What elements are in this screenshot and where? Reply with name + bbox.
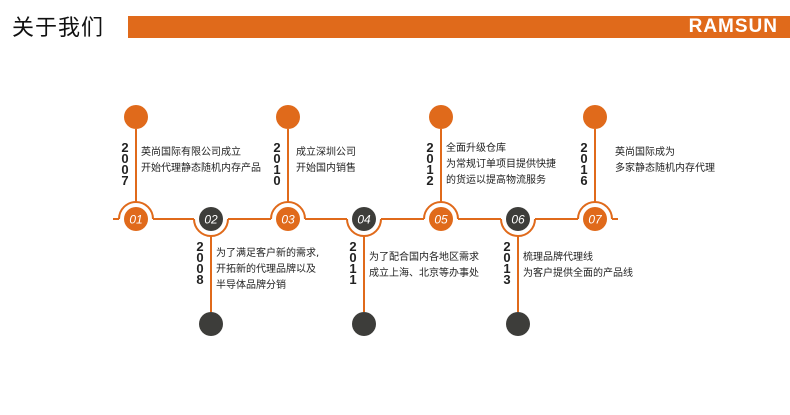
timeline-node-7 <box>583 207 607 231</box>
timeline-node-5 <box>429 207 453 231</box>
timeline-end-marker-3 <box>276 105 300 129</box>
timeline-description-line: 英尚国际有限公司成立 <box>141 147 241 158</box>
timeline-end-marker-4 <box>352 312 376 336</box>
timeline-node-number-1: 01 <box>129 213 142 227</box>
timeline-node-number-7: 07 <box>588 213 603 227</box>
timeline-description-line: 为客户提供全面的产品线 <box>523 268 633 279</box>
timeline-end-marker-6 <box>506 312 530 336</box>
timeline-node-number-3: 03 <box>281 213 295 227</box>
timeline-description-2: 为了满足客户新的需求, 开拓新的代理品牌以及半导体品牌分销 <box>216 246 319 294</box>
timeline-description-line: 成立上海、北京等办事处 <box>369 268 479 279</box>
timeline-description-line: 英尚国际成为 <box>615 147 675 158</box>
timeline-description-line: 开始国内销售 <box>296 163 356 174</box>
timeline-arc-6 <box>500 218 536 237</box>
page-title: 关于我们 <box>12 16 105 41</box>
timeline-node-number-5: 05 <box>434 213 448 227</box>
timeline-node-6 <box>506 207 530 231</box>
timeline-node-number-2: 02 <box>204 213 218 227</box>
timeline-node-1 <box>124 207 148 231</box>
timeline-description-line: 开始代理静态随机内存产品 <box>141 163 261 174</box>
timeline-description-line: 成立深圳公司 <box>296 147 356 158</box>
timeline-end-marker-1 <box>124 105 148 129</box>
timeline-description-line: 的货运以提高物流服务 <box>446 175 546 186</box>
timeline-node-3 <box>276 207 300 231</box>
timeline-node-2 <box>199 207 223 231</box>
timeline-description-1: 英尚国际有限公司成立开始代理静态随机内存产品 <box>141 145 261 177</box>
timeline-arc-4 <box>346 218 382 237</box>
timeline-description-line: 为常规订单项目提供快捷 <box>446 159 556 170</box>
timeline-description-line: 为了配合国内各地区需求 <box>369 252 479 263</box>
timeline-end-marker-2 <box>199 312 223 336</box>
timeline-description-7: 英尚国际成为多家静态随机内存代理 <box>615 145 715 177</box>
timeline-description-6: 梳理品牌代理线为客户提供全面的产品线 <box>523 250 633 282</box>
timeline-description-3: 成立深圳公司开始国内销售 <box>296 145 356 177</box>
timeline-description-line: 全面升级仓库 <box>446 143 506 154</box>
timeline-description-5: 全面升级仓库为常规订单项目提供快捷的货运以提高物流服务 <box>446 141 556 189</box>
timeline-description-4: 为了配合国内各地区需求成立上海、北京等办事处 <box>369 250 479 282</box>
timeline-description-line: 为了满足客户新的需求, <box>216 248 320 259</box>
brand-logo-text: RAMSUN <box>688 16 778 37</box>
timeline-arc-5 <box>423 201 459 220</box>
timeline-description-line: 多家静态随机内存代理 <box>615 163 715 174</box>
timeline-node-number-4: 04 <box>357 213 371 227</box>
timeline-end-marker-7 <box>583 105 607 129</box>
header-banner: RAMSUN <box>128 16 790 38</box>
timeline-arc-3 <box>270 201 306 220</box>
timeline-description-line: 半导体品牌分销 <box>216 280 286 291</box>
timeline-end-marker-5 <box>429 105 453 129</box>
timeline-description-line: 梳理品牌代理线 <box>523 252 593 263</box>
timeline-description-line: 开拓新的代理品牌以及 <box>216 264 316 275</box>
timeline-arc-7 <box>577 201 613 220</box>
timeline-node-4 <box>352 207 376 231</box>
timeline-arc-1 <box>118 201 154 220</box>
timeline-node-number-6: 06 <box>511 213 525 227</box>
timeline-arc-2 <box>193 218 229 237</box>
